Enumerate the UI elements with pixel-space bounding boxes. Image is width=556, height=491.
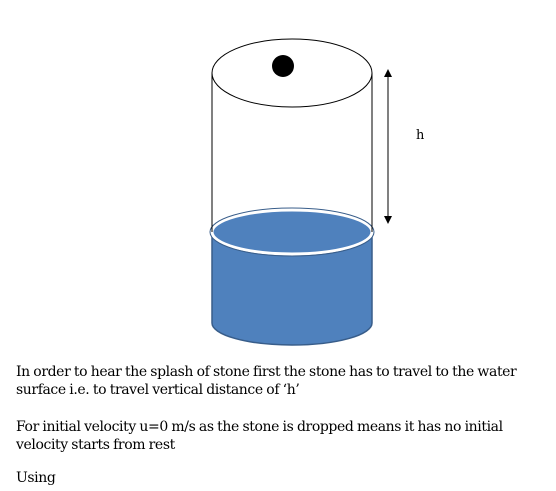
paragraph-initial-velocity: For initial velocity u=0 m/s as the ston…	[16, 419, 503, 453]
stone	[272, 55, 294, 77]
cylinder-top	[211, 38, 373, 108]
paragraph-splash-distance: In order to hear the splash of stone fir…	[16, 364, 517, 398]
well-diagram: h	[209, 38, 425, 346]
water-body	[211, 231, 373, 346]
water-surface-outline	[209, 207, 375, 257]
water-surface	[210, 208, 374, 256]
height-label: h	[416, 128, 425, 143]
paragraph-using: Using	[16, 470, 56, 486]
